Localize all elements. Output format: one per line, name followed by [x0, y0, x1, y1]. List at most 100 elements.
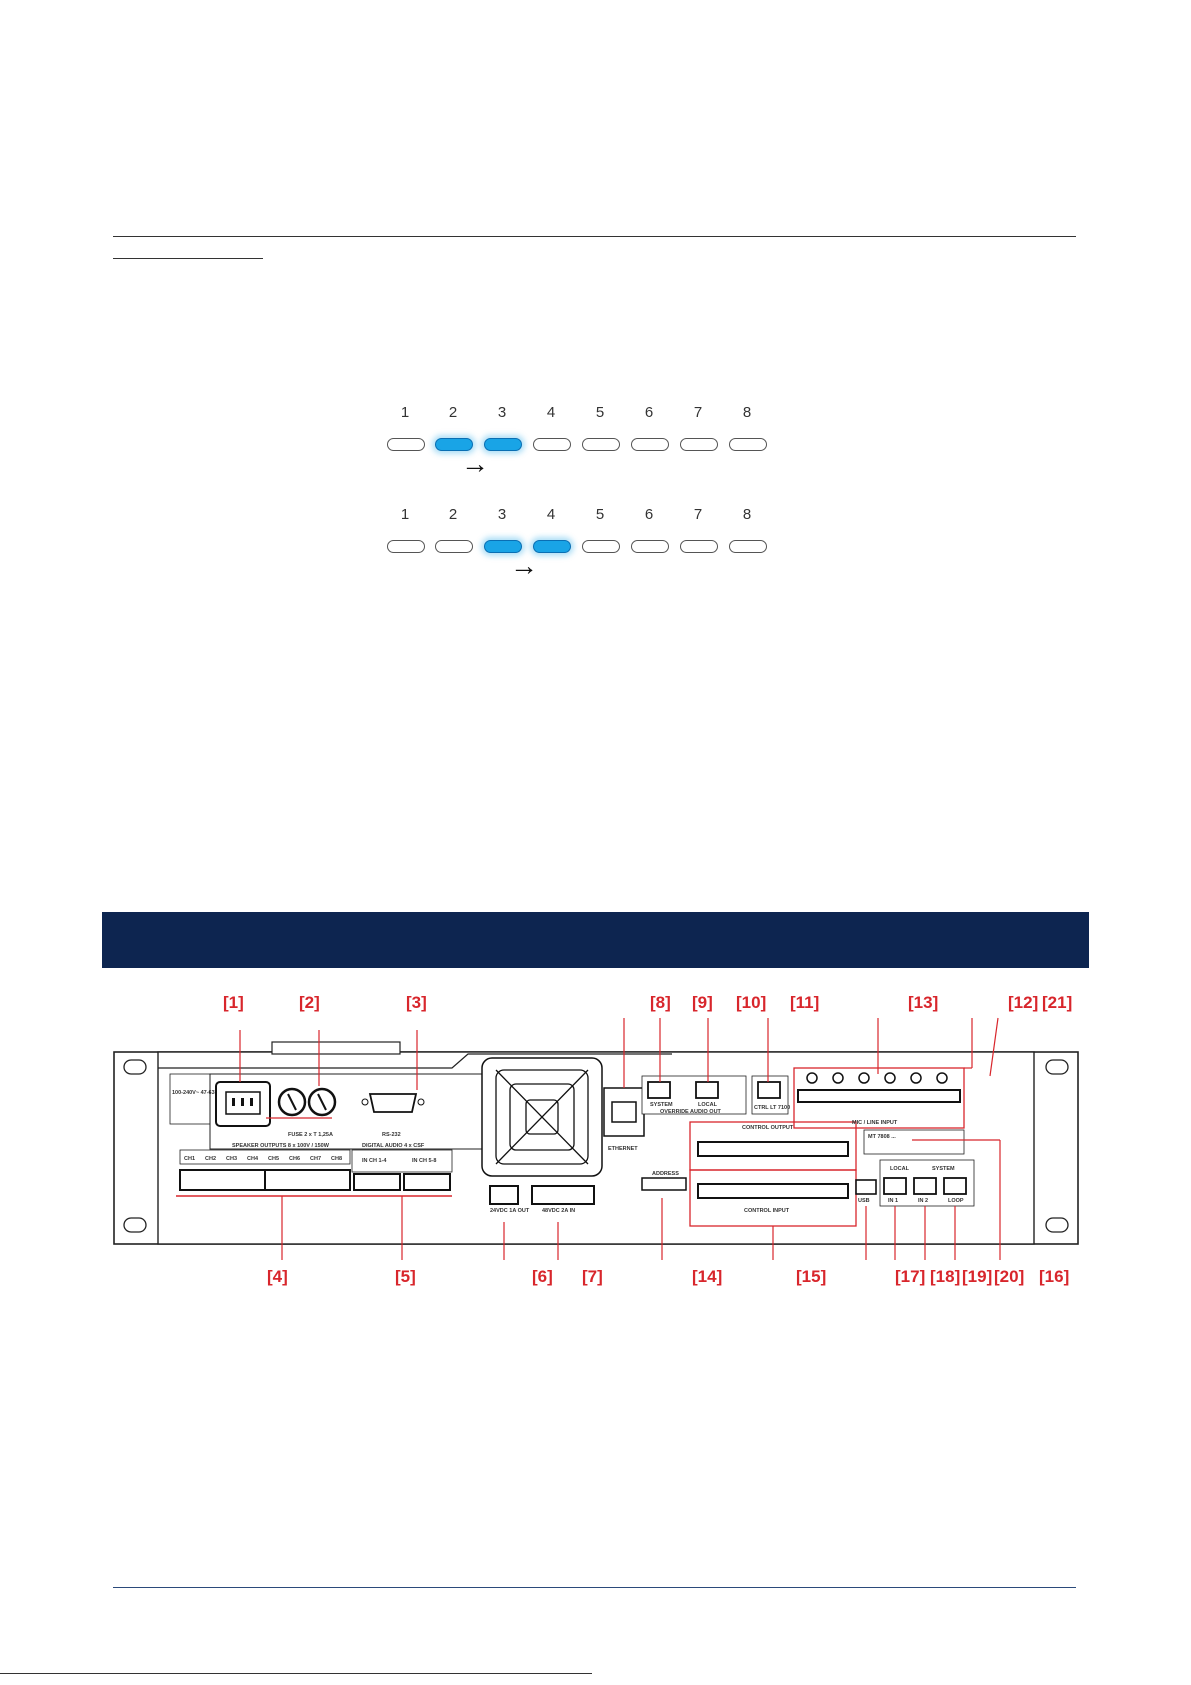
led-indicator	[680, 438, 718, 451]
svg-text:CONTROL INPUT: CONTROL INPUT	[744, 1208, 790, 1214]
led-indicator	[484, 540, 522, 553]
callout-10: [10]	[736, 993, 766, 1012]
svg-text:CTRL LT 7100: CTRL LT 7100	[754, 1105, 790, 1111]
svg-text:CH6: CH6	[289, 1156, 300, 1162]
system-in-port	[913, 1177, 937, 1195]
callout-14: [14]	[692, 1267, 722, 1286]
led-indicator	[631, 540, 669, 553]
callout-20: [20]	[994, 1267, 1024, 1286]
svg-text:CONTROL OUTPUT: CONTROL OUTPUT	[742, 1125, 794, 1131]
led-number: 3	[497, 506, 507, 523]
led-number: 4	[546, 404, 556, 421]
svg-text:CH1: CH1	[184, 1156, 195, 1162]
digital-audio-in-5-8	[403, 1173, 451, 1191]
section-rule	[113, 236, 1076, 237]
callout-13: [13]	[908, 993, 938, 1012]
callout-11: [11]	[790, 993, 819, 1012]
heading-underline	[113, 258, 263, 259]
callout-7: [7]	[582, 1267, 603, 1286]
led-indicator	[631, 438, 669, 451]
svg-text:48VDC 2A IN: 48VDC 2A IN	[542, 1208, 575, 1214]
digital-audio-in-1-4	[353, 1173, 401, 1191]
callout-21: [21]	[1042, 993, 1072, 1012]
led-number: 2	[448, 506, 458, 523]
svg-text:MIC / LINE INPUT: MIC / LINE INPUT	[852, 1120, 898, 1126]
digital-audio-label: DIGITAL AUDIO 4 x CSF	[362, 1143, 425, 1149]
led-indicator	[680, 540, 718, 553]
callout-3: [3]	[406, 993, 427, 1012]
led-indicator	[484, 438, 522, 451]
svg-text:SYSTEM: SYSTEM	[650, 1102, 673, 1108]
speaker-label: SPEAKER OUTPUTS 8 x 100V / 150W	[232, 1143, 330, 1149]
address-dip-switch	[641, 1177, 687, 1191]
led-number: 3	[497, 404, 507, 421]
led-indicator	[582, 540, 620, 553]
fuse-label: FUSE 2 x T 1,25A	[288, 1132, 333, 1138]
rs232-port	[368, 1093, 418, 1113]
section-banner	[102, 912, 1089, 968]
callout-18: [18]	[930, 1267, 960, 1286]
rs232-label: RS-232	[382, 1132, 401, 1138]
footer-rule	[113, 1587, 1076, 1588]
callout-5: [5]	[395, 1267, 416, 1286]
led-number: 4	[546, 506, 556, 523]
direction-arrow: →	[461, 448, 489, 479]
control-input-terminals	[697, 1183, 849, 1199]
svg-text:ETHERNET: ETHERNET	[608, 1146, 638, 1152]
local-override-port	[695, 1081, 719, 1099]
callout-1: [1]	[223, 993, 244, 1012]
svg-text:CH5: CH5	[268, 1156, 279, 1162]
svg-text:USB: USB	[858, 1198, 870, 1204]
led-number: 6	[644, 404, 654, 421]
callout-8: [8]	[650, 993, 671, 1012]
svg-text:IN CH 1-4: IN CH 1-4	[362, 1158, 387, 1164]
svg-text:LOOP: LOOP	[948, 1198, 964, 1204]
control-output-terminals	[697, 1141, 849, 1157]
led-indicator	[582, 438, 620, 451]
svg-text:CH4: CH4	[247, 1156, 259, 1162]
led-number: 7	[693, 506, 703, 523]
led-indicator	[435, 540, 473, 553]
svg-text:IN 2: IN 2	[918, 1198, 928, 1204]
led-indicator	[387, 438, 425, 451]
svg-text:LOCAL: LOCAL	[698, 1102, 718, 1108]
svg-text:IN 1: IN 1	[888, 1198, 898, 1204]
mains-label: 100-240V~ 47-63Hz 40-300W	[172, 1090, 246, 1096]
local-in-port	[883, 1177, 907, 1195]
svg-text:CH3: CH3	[226, 1156, 237, 1162]
led-number: 1	[400, 506, 410, 523]
led-number: 5	[595, 404, 605, 421]
system-loop-port	[943, 1177, 967, 1195]
led-number: 1	[400, 404, 410, 421]
callout-19: [19]	[962, 1267, 992, 1286]
callout-9: [9]	[692, 993, 713, 1012]
callout-4: [4]	[267, 1267, 288, 1286]
svg-text:MT 7808 ...: MT 7808 ...	[868, 1134, 896, 1140]
svg-text:24VDC 1A OUT: 24VDC 1A OUT	[490, 1208, 530, 1214]
led-indicator	[729, 540, 767, 553]
led-number: 2	[448, 404, 458, 421]
footnote-rule	[0, 1673, 592, 1674]
svg-text:OVERRIDE AUDIO OUT: OVERRIDE AUDIO OUT	[660, 1109, 722, 1115]
led-indicator	[435, 438, 473, 451]
led-number: 8	[742, 506, 752, 523]
svg-text:CH7: CH7	[310, 1156, 321, 1162]
usb-port	[855, 1179, 877, 1195]
callout-15: [15]	[796, 1267, 826, 1286]
callout-17: [17]	[895, 1267, 925, 1286]
mic-line-input-terminals	[797, 1089, 961, 1103]
48vdc-in-terminal	[531, 1185, 595, 1205]
svg-text:SYSTEM: SYSTEM	[932, 1166, 955, 1172]
callout-6: [6]	[532, 1267, 553, 1286]
svg-text:IN CH 5-8: IN CH 5-8	[412, 1158, 436, 1164]
callout-2: [2]	[299, 993, 320, 1012]
svg-text:LOCAL: LOCAL	[890, 1166, 910, 1172]
led-number: 5	[595, 506, 605, 523]
ctrl-lt7100-port	[757, 1081, 781, 1099]
24vdc-out-terminal	[489, 1185, 519, 1205]
led-indicator	[533, 438, 571, 451]
rear-panel-diagram: [1] [2] [3] [8] [9] [10] [11] [13] [12] …	[113, 993, 1079, 1286]
led-indicator	[387, 540, 425, 553]
led-number: 8	[742, 404, 752, 421]
